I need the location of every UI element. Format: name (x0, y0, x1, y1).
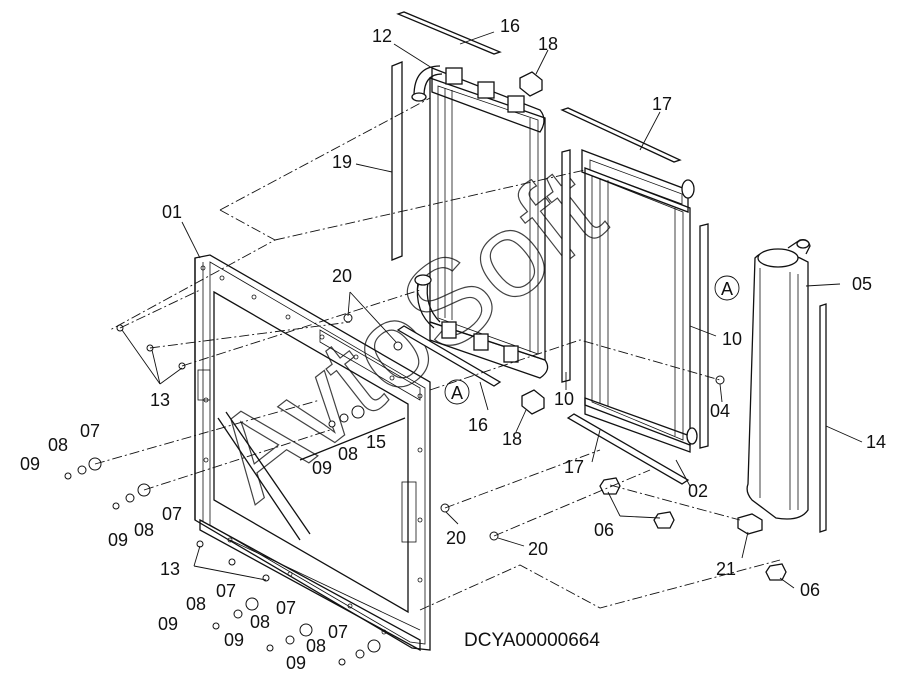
callout-08: 08 (250, 612, 270, 632)
callout-13: 13 (150, 390, 170, 410)
callout-07: 07 (276, 598, 296, 618)
drawing-code: DCYA00000664 (464, 630, 600, 651)
callout-08: 08 (186, 594, 206, 614)
callout-16: 16 (468, 415, 488, 435)
callout-06: 06 (800, 580, 820, 600)
aftercooler (746, 238, 811, 520)
reference-a-label: A (451, 383, 463, 403)
callout-04: 04 (710, 401, 730, 421)
callout-08: 08 (134, 520, 154, 540)
reference-a-label: A (721, 279, 733, 299)
callout-08: 08 (306, 636, 326, 656)
callout-01: 01 (162, 202, 182, 222)
callout-20: 20 (446, 528, 466, 548)
callout-18: 18 (502, 429, 522, 449)
reference-a-lower: A (444, 379, 470, 405)
callout-09: 09 (20, 454, 40, 474)
hardware (64, 71, 787, 666)
callout-07: 07 (162, 504, 182, 524)
radiator-frame (194, 254, 431, 652)
radiator-core (411, 65, 549, 379)
callouts: 01 12 16 18 19 17 05 10 04 10 16 18 17 0… (20, 16, 886, 673)
callout-20: 20 (332, 266, 352, 286)
callout-09: 09 (286, 653, 306, 673)
callout-16: 16 (500, 16, 520, 36)
callout-18: 18 (538, 34, 558, 54)
callout-14: 14 (866, 432, 886, 452)
callout-05: 05 (852, 274, 872, 294)
callout-17: 17 (564, 457, 584, 477)
callout-09: 09 (224, 630, 244, 650)
assembly-lines (94, 97, 781, 611)
callout-09: 09 (312, 458, 332, 478)
callout-08: 08 (48, 435, 68, 455)
callout-02: 02 (688, 481, 708, 501)
callout-17: 17 (652, 94, 672, 114)
callout-08: 08 (338, 444, 358, 464)
reference-a-upper: A (714, 275, 740, 301)
callout-07: 07 (328, 622, 348, 642)
callout-06: 06 (594, 520, 614, 540)
oil-cooler (581, 149, 698, 453)
callout-07: 07 (80, 421, 100, 441)
callout-09: 09 (158, 614, 178, 634)
callout-13: 13 (160, 559, 180, 579)
seals (391, 11, 827, 533)
callout-07: 07 (216, 581, 236, 601)
leader-lines (121, 31, 863, 589)
callout-20: 20 (528, 539, 548, 559)
callout-19: 19 (332, 152, 352, 172)
callout-09: 09 (108, 530, 128, 550)
callout-15: 15 (366, 432, 386, 452)
callout-12: 12 (372, 26, 392, 46)
callout-21: 21 (716, 559, 736, 579)
callout-10: 10 (554, 389, 574, 409)
callout-10: 10 (722, 329, 742, 349)
